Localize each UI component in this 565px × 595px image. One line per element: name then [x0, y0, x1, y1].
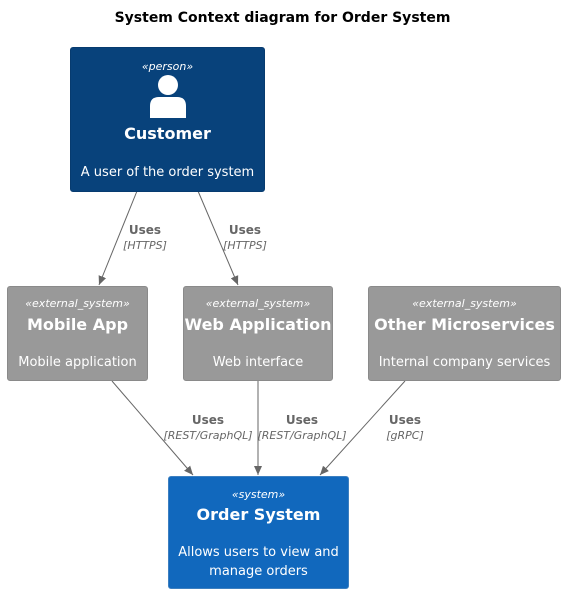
relation-verb: Uses [128, 223, 162, 237]
relation-verb: Uses [228, 223, 262, 237]
other-microservices-name: Other Microservices [374, 315, 555, 334]
diagram-title: System Context diagram for Order System [114, 10, 451, 26]
mobile-app-node[interactable]: «external_system» Mobile App Mobile appl… [7, 286, 148, 381]
other-microservices-description: Internal company services [378, 355, 551, 370]
customer-stereotype: «person» [141, 60, 194, 73]
relation-label-mobile-order: Uses [REST/GraphQL] [158, 413, 258, 443]
mobile-app-name: Mobile App [26, 315, 129, 334]
relation-technology: [REST/GraphQL] [257, 429, 347, 442]
customer-name: Customer [124, 124, 211, 143]
relation-label-web-order: Uses [REST/GraphQL] [252, 413, 352, 443]
mobile-app-description: Mobile application [18, 355, 137, 370]
mobile-app-stereotype: «external_system» [25, 297, 130, 310]
customer-node[interactable]: «person» Customer A user of the order sy… [70, 47, 265, 192]
web-app-stereotype: «external_system» [205, 297, 311, 310]
web-app-node[interactable]: «external_system» Web Application Web in… [183, 286, 333, 381]
customer-description: A user of the order system [80, 165, 255, 180]
order-system-name: Order System [196, 505, 321, 524]
arrow-other-order [319, 380, 406, 476]
web-app-name: Web Application [184, 315, 332, 334]
relation-label-customer-web: Uses [HTTPS] [210, 223, 280, 253]
order-system-stereotype: «system» [231, 488, 286, 501]
arrow-customer-mobile [98, 190, 138, 286]
arrow-mobile-order [111, 380, 194, 476]
other-microservices-node[interactable]: «external_system» Other Microservices In… [368, 286, 561, 381]
relation-verb: Uses [285, 413, 319, 427]
arrow-customer-web [197, 190, 239, 286]
web-app-description: Web interface [212, 355, 304, 370]
relation-technology: [HTTPS] [123, 239, 167, 252]
relation-technology: [gRPC] [386, 429, 424, 442]
person-icon [150, 75, 186, 118]
relation-verb: Uses [191, 413, 225, 427]
other-microservices-stereotype: «external_system» [412, 297, 517, 310]
relation-technology: [HTTPS] [223, 239, 267, 252]
relation-label-customer-mobile: Uses [HTTPS] [110, 223, 180, 253]
order-system-description: Allows users to view and manage orders [178, 545, 339, 579]
order-system-node[interactable]: «system» Order System Allows users to vi… [168, 476, 349, 589]
relation-label-other-order: Uses [gRPC] [375, 413, 435, 443]
relation-technology: [REST/GraphQL] [163, 429, 253, 442]
relation-verb: Uses [388, 413, 422, 427]
